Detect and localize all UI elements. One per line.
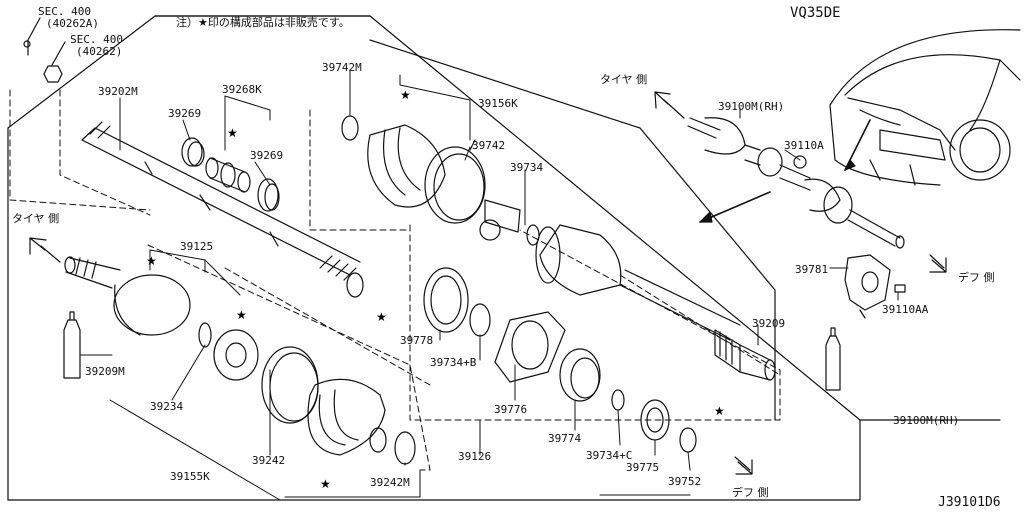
section-ref-2-line2: (40262) bbox=[76, 45, 123, 58]
drawing-code: J39101D6 bbox=[938, 495, 1001, 510]
part-39734B: 39734+B bbox=[430, 356, 477, 369]
part-39734: 39734 bbox=[510, 161, 544, 174]
part-39155K: 39155K bbox=[170, 470, 210, 483]
part-39734C: 39734+C bbox=[586, 449, 633, 462]
part-39774: 39774 bbox=[548, 432, 582, 445]
section-leaders bbox=[23, 17, 66, 83]
drive-shaft-assembly bbox=[687, 117, 905, 249]
section-ref-2-line1: SEC. 400 bbox=[70, 33, 123, 46]
tire-side-left-label: タイヤ 側 bbox=[12, 212, 60, 225]
part-39781: 39781 bbox=[795, 263, 829, 276]
inner-shaft bbox=[81, 121, 364, 298]
part-39778: 39778 bbox=[400, 334, 434, 347]
tire-side-top-label: タイヤ 側 bbox=[600, 73, 648, 86]
part-39775: 39775 bbox=[626, 461, 660, 474]
section-ref-1-line1: SEC. 400 bbox=[38, 5, 91, 18]
not-for-sale-star: ★ bbox=[714, 404, 725, 418]
part-39752: 39752 bbox=[668, 475, 702, 488]
dashed-outlines bbox=[9, 89, 781, 471]
part-39234: 39234 bbox=[150, 400, 184, 413]
bearing-parts bbox=[494, 311, 697, 453]
not-for-sale-star: ★ bbox=[236, 308, 247, 322]
part-39126: 39126 bbox=[458, 450, 492, 463]
part-39742M: 39742M bbox=[322, 61, 362, 74]
part-39269-b: 39269 bbox=[250, 149, 284, 162]
diff-side-bottom-label: デフ 側 bbox=[732, 486, 769, 499]
inner-housing bbox=[535, 224, 776, 381]
leader-lines bbox=[79, 69, 899, 501]
not-for-sale-star: ★ bbox=[146, 254, 157, 268]
part-39209M: 39209M bbox=[85, 365, 125, 378]
part-39202M: 39202M bbox=[98, 85, 138, 98]
not-for-sale-star: ★ bbox=[320, 477, 331, 491]
grease-tubes bbox=[63, 311, 841, 391]
part-39242: 39242 bbox=[252, 454, 286, 467]
frame-lines bbox=[7, 15, 1001, 501]
part-39242M: 39242M bbox=[370, 476, 410, 489]
not-for-sale-star: ★ bbox=[227, 126, 238, 140]
part-39156K: 39156K bbox=[478, 97, 518, 110]
knuckle bbox=[844, 254, 906, 319]
direction-arrows bbox=[29, 91, 947, 475]
not-for-sale-star: ★ bbox=[400, 88, 411, 102]
not-for-sale-note: 注）★印の構成部品は非販売です。 bbox=[176, 16, 350, 29]
diff-side-right-label: デフ 側 bbox=[958, 271, 995, 284]
not-for-sale-star: ★ bbox=[376, 310, 387, 324]
section-ref-1-line2: (40262A) bbox=[46, 17, 99, 30]
car-front-sketch bbox=[829, 29, 1021, 186]
part-39100M-right: 39100M(RH) bbox=[893, 414, 960, 427]
part-39776: 39776 bbox=[494, 403, 528, 416]
shaft-boot-parts bbox=[181, 137, 280, 212]
part-39268K: 39268K bbox=[222, 83, 262, 96]
part-39100M-top: 39100M(RH) bbox=[718, 100, 785, 113]
part-39209: 39209 bbox=[752, 317, 786, 330]
part-39742: 39742 bbox=[472, 139, 506, 152]
part-39125: 39125 bbox=[180, 240, 214, 253]
inner-boot-tripod bbox=[341, 115, 540, 337]
part-39269-a: 39269 bbox=[168, 107, 202, 120]
part-39110AA: 39110AA bbox=[882, 303, 929, 316]
engine-model: VQ35DE bbox=[790, 5, 841, 21]
part-39110A: 39110A bbox=[784, 139, 824, 152]
